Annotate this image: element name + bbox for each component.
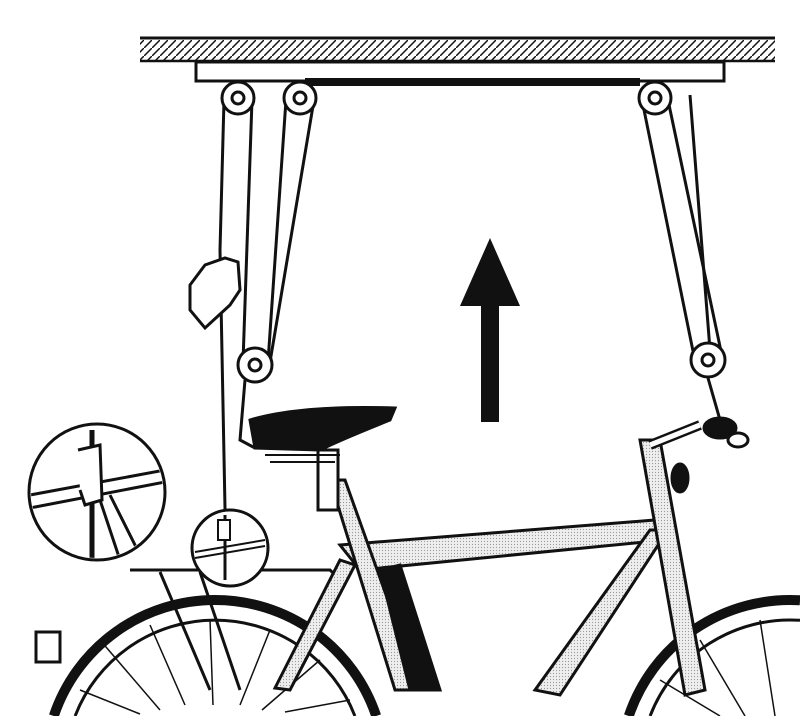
ceiling-icon (140, 36, 775, 86)
front-wheel-rim (648, 618, 800, 716)
hook-detail-icon (27, 422, 270, 588)
pulley-icon (220, 80, 727, 384)
rear-wheel-tire (49, 594, 381, 716)
front-wheel-tire (624, 595, 800, 716)
saddle (248, 406, 398, 452)
up-arrow-icon (460, 238, 520, 422)
hand-icon (188, 256, 242, 331)
front-wheel-spokes (659, 619, 776, 716)
rear-light (34, 630, 62, 664)
hoist-ropes (218, 94, 724, 561)
bicycle-icon (49, 406, 800, 716)
